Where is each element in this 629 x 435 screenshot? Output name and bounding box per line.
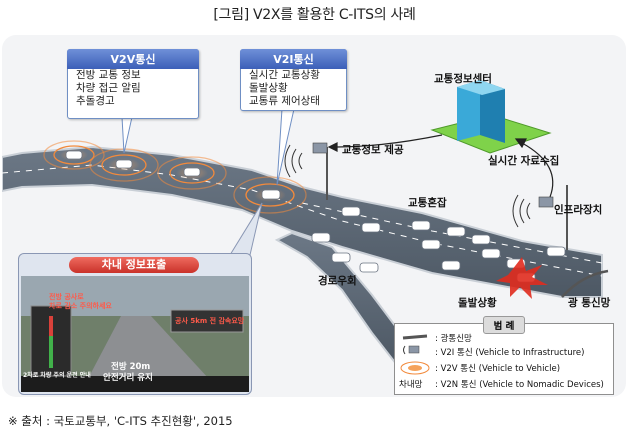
label-infra: 인프라장치 (554, 204, 603, 216)
legend-box: 범 례 : 광통신망 : V2I 통신 (Vehicle to Infrastr… (394, 316, 614, 395)
distance-line-1: 전방 20m (111, 362, 151, 372)
legend-icons (400, 334, 430, 375)
v2i-box-title: V2I통신 (240, 49, 347, 69)
label-incident: 돌발상황 (458, 297, 497, 309)
bar-caption: 2차로 차량 주의 운전 안내 (23, 372, 91, 379)
incident-burst (496, 257, 548, 299)
v2i-waves (284, 144, 531, 228)
diagram-frame: V2V통신 전방 교통 정보 차량 접근 알림 추돌경고 V2I통신 실시간 교… (2, 35, 626, 397)
scene-illustration (2, 80, 609, 366)
v2v-line-3: 추돌경고 (76, 95, 115, 107)
legend-pedestrian-label: 차내망 (399, 380, 423, 390)
legend-item-v2v: : V2V 통신 (Vehicle to Vehicle) (435, 364, 561, 374)
source-caption: ※ 출처 : 국토교통부, 'C-ITS 추진현황', 2015 (8, 414, 233, 428)
v2v-line-2: 차량 접근 알림 (76, 82, 141, 94)
label-congestion: 교통혼잡 (408, 197, 447, 209)
screen-warning-line-1: 전방 공사로 (49, 293, 84, 301)
traffic-center-building (430, 80, 552, 154)
highway (2, 145, 603, 366)
panel-title: 차내 정보표출 (69, 257, 199, 273)
dashboard-view (21, 276, 249, 392)
legend-item-v2i: : V2I 통신 (Vehicle to Infrastructure) (435, 348, 585, 358)
v2v-line-1: 전방 교통 정보 (76, 69, 141, 81)
v2v-info-box: V2V통신 전방 교통 정보 차량 접근 알림 추돌경고 (67, 49, 199, 119)
v2i-info-box: V2I통신 실시간 교통상황 돌발상황 교통류 제어상태 (240, 49, 347, 111)
distance-line-2: 안전거리 유지 (103, 373, 153, 383)
legend-item-optical: : 광통신망 (435, 334, 472, 344)
in-vehicle-display-panel: 차내 정보표출 전방 공사로 차로 감소 주의하세요 공사 5km 전 감속요망… (18, 253, 252, 395)
figure-title: [그림] V2X를 활용한 C-ITS의 사례 (213, 7, 416, 23)
v2i-line-2: 돌발상황 (249, 82, 288, 94)
legend-title: 범 례 (482, 316, 526, 334)
roadside-units (312, 142, 554, 208)
v2v-signal-rings (43, 140, 307, 214)
label-info-provide: 교통정보 제공 (342, 144, 404, 156)
label-traffic-center: 교통정보센터 (434, 73, 492, 85)
label-realtime-collect: 실시간 자료수집 (488, 155, 560, 167)
v2i-line-1: 실시간 교통상황 (249, 69, 320, 81)
screen-warning-right: 공사 5km 전 감속요망 (175, 317, 245, 325)
screen-warning-line-2: 차로 감소 주의하세요 (49, 302, 112, 310)
data-flow-arrows (327, 134, 554, 198)
roadside-poles (326, 147, 568, 250)
v2i-line-3: 교통류 제어상태 (249, 95, 320, 107)
label-detour: 경로우회 (318, 275, 357, 287)
v2v-box-title: V2V통신 (67, 49, 199, 69)
label-optical: 광 통신망 (568, 297, 611, 309)
legend-item-v2n: : V2N 통신 (Vehicle to Nomadic Devices) (435, 380, 604, 390)
optical-cable (561, 269, 609, 298)
